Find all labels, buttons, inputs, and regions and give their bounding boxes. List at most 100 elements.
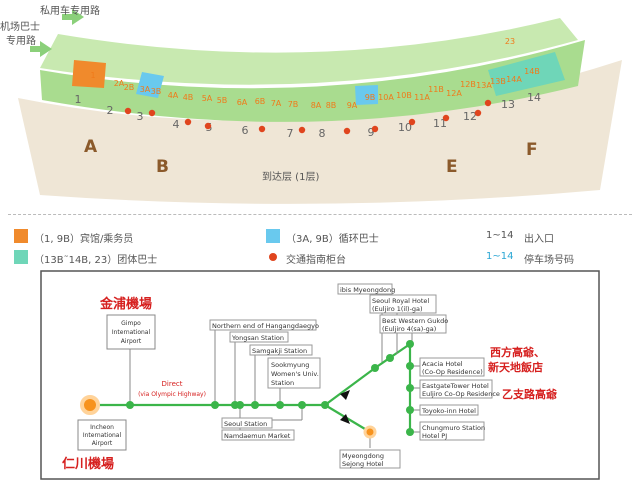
orange-swatch <box>14 229 28 243</box>
stop-sookmyung: Women's Univ. <box>271 370 319 378</box>
zone-number: 8B <box>326 101 337 110</box>
stop-sejong: Sejong Hotel <box>342 460 384 468</box>
route-map: 金浦機場 Gimpo International Airport Incheon… <box>40 270 600 480</box>
hotel-zone <box>72 60 106 88</box>
zone-number: 4A <box>168 91 179 100</box>
stop-ibis: ibis Myeongdong <box>340 286 395 294</box>
zone-number: 12B <box>460 80 476 89</box>
stop-box <box>249 344 313 356</box>
station-dot <box>371 364 379 372</box>
zone-number: 5A <box>202 94 213 103</box>
guide-counter-dot <box>484 99 492 107</box>
stop-namdaemun: Namdaemun Market <box>224 432 291 440</box>
gates-label: 出入口 <box>524 234 554 245</box>
zone-number: 10A <box>378 93 394 102</box>
zone-number: 11A <box>414 93 430 102</box>
guide-counter-dot <box>258 125 266 133</box>
zone-number: 14A <box>506 75 522 84</box>
private-car-lane <box>40 18 578 85</box>
station-dot <box>406 384 414 392</box>
group-bus-zone <box>488 52 565 96</box>
zone-number: 23 <box>505 37 515 46</box>
guide-counter-dot <box>474 109 482 117</box>
zone-number: 6A <box>237 98 248 107</box>
stop-chungmuro: Hotel PJ <box>422 432 447 440</box>
incheon-label-cn: 仁川機場 <box>62 456 114 472</box>
zone-number: 7A <box>271 99 282 108</box>
stop-bestwestern: (Euljiro 4(sa)-ga) <box>382 325 436 333</box>
note-westgate: 西方高爺、 <box>490 345 545 359</box>
zone-number: 5B <box>217 96 228 105</box>
stop-box <box>419 357 485 377</box>
station-dot <box>126 401 134 409</box>
stop-box <box>221 429 295 441</box>
gate-number: 2 <box>107 104 114 117</box>
stop-sookmyung: Sookmyung <box>271 361 309 369</box>
private-lane-label: 私用车专用路 <box>40 4 100 17</box>
legend-divider <box>8 214 632 215</box>
zone-number: 6B <box>255 97 266 106</box>
area-letter: B <box>156 157 169 177</box>
parking-range: 1~14 <box>486 251 514 262</box>
stop-box <box>209 319 317 331</box>
zone-number: 2A <box>114 79 125 88</box>
zone-number: 11B <box>428 85 444 94</box>
zone-number: 9B <box>365 93 376 102</box>
parking-label: 停车场号码 <box>524 255 574 266</box>
arrival-floor-area <box>18 60 622 204</box>
incheon-box <box>77 419 127 451</box>
stop-acacia: Acacia Hotel <box>422 360 463 368</box>
stop-box <box>369 294 437 314</box>
incheon-label-en: Airport <box>92 440 113 447</box>
gimpo-label-cn: 金浦機場 <box>99 296 152 312</box>
gate-number: 7 <box>287 127 294 140</box>
legend-orange-label: （1, 9B）宾馆/乘务员 <box>34 234 134 245</box>
stop-eastgate: EastgateTower Hotel <box>422 382 489 390</box>
stop-eastgate: Euljiro Co-Op Residence <box>422 390 500 398</box>
zone-number: 1 <box>90 71 95 80</box>
zone-number: 8A <box>311 101 322 110</box>
station-dot <box>251 401 259 409</box>
gate-number: 11 <box>433 117 447 130</box>
guide-counter-dot <box>148 109 156 117</box>
note-westgate: 新天地飯店 <box>488 360 543 374</box>
incheon-label-en: International <box>83 432 122 439</box>
gimpo-label-en: International <box>112 329 151 336</box>
direct-label: Direct <box>162 380 183 388</box>
incheon-label-en: Incheon <box>90 424 114 431</box>
legend-green-label: （13B˜14B, 23）团体巴士 <box>34 255 158 266</box>
zone-number: 10B <box>396 91 412 100</box>
gate-number: 10 <box>398 121 412 134</box>
station-dot <box>406 340 414 348</box>
guide-counter-dots <box>124 99 492 135</box>
gimpo-box <box>106 314 156 350</box>
zone-number: 14B <box>524 67 540 76</box>
stop-box <box>419 421 485 441</box>
stop-seoul-station: Seoul Station <box>224 420 267 428</box>
blue-swatch <box>266 229 280 243</box>
station-dot <box>236 401 244 409</box>
stop-chungmuro: Chungmuro Station <box>422 424 485 432</box>
station-dot <box>406 362 414 370</box>
green-swatch <box>14 250 28 264</box>
gate-number: 9 <box>368 126 375 139</box>
station-dot <box>211 401 219 409</box>
guide-counter-dot <box>298 126 306 134</box>
gate-number: 13 <box>501 98 515 111</box>
stop-box <box>229 331 289 343</box>
guide-counter-dot <box>343 127 351 135</box>
zone-number: 3B <box>151 87 162 96</box>
stop-box <box>221 417 273 429</box>
bus-lane-label: 专用路 <box>6 34 36 47</box>
area-letter: F <box>526 140 538 160</box>
stop-royal: (Euljiro 1(il)-ga) <box>372 305 423 313</box>
stop-box <box>419 379 493 399</box>
stop-royal: Seoul Royal Hotel <box>372 297 429 305</box>
arrow-icon <box>62 9 84 25</box>
station-dot <box>276 401 284 409</box>
guide-counter-dot <box>204 122 212 130</box>
gimpo-label-en: Airport <box>121 338 142 345</box>
guide-counter-dot <box>124 107 132 115</box>
station-dot <box>406 406 414 414</box>
stop-box <box>339 449 401 469</box>
